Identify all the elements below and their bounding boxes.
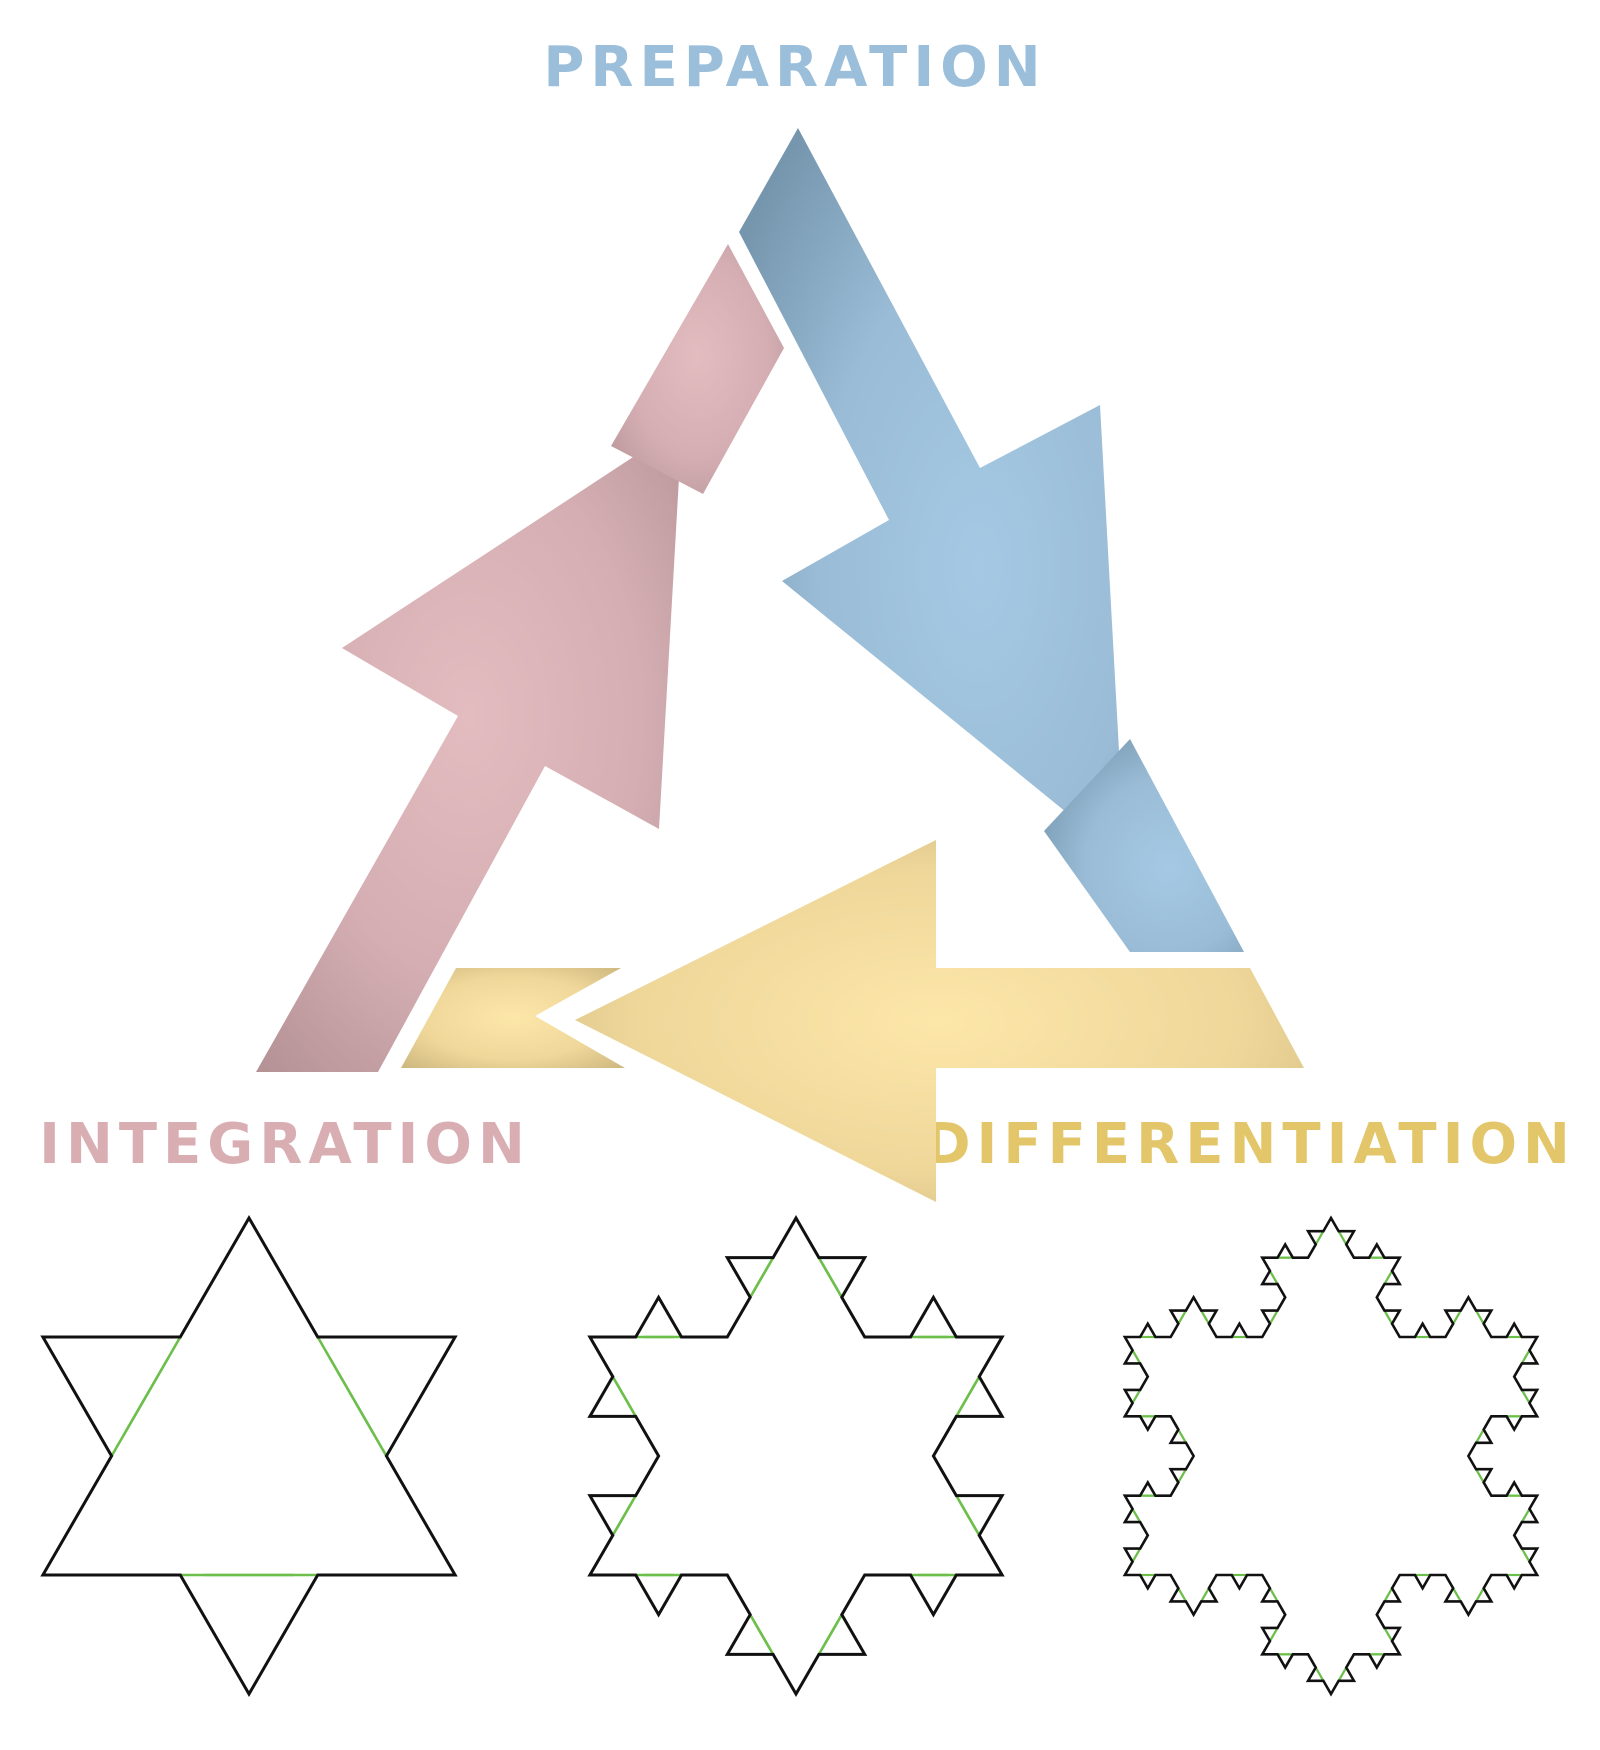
koch-highlight-segment [1339,1669,1346,1679]
koch-highlight-segment [1384,1590,1392,1600]
koch-highlight-segment [1453,1312,1461,1322]
koch-star-iteration-2 [587,1215,1005,1697]
koch-star-iteration-1 [40,1214,458,1698]
koch-highlight-segment [1178,1312,1186,1322]
koch-highlight-segment [1201,1590,1209,1600]
koch-highlight-segment [615,1383,633,1410]
koch-highlight-segment [1522,1391,1530,1402]
koch-highlight-segment [1384,1629,1392,1640]
koch-highlight-segment [1178,1471,1186,1481]
koch-highlight-segment [1476,1590,1484,1600]
koch-highlight-segment [1270,1590,1278,1600]
koch-highlight-segment [1132,1352,1140,1362]
differentiation-label: DIFFERENTIATION [924,1112,1576,1177]
koch-highlight-segment [1476,1312,1484,1322]
koch-highlight-segment [1522,1550,1530,1560]
koch-highlight-segment [821,1264,839,1291]
koch-highlight-segment [753,1264,771,1291]
koch-highlight-segment [1316,1669,1323,1679]
koch-highlight-segment [615,1502,633,1529]
koch-outline [1122,1215,1540,1697]
koch-snowflake-iteration-3 [1122,1215,1540,1697]
koch-highlight-segment [1132,1510,1140,1521]
koch-highlight-segment [1270,1312,1278,1322]
integration-label: INTEGRATION [39,1112,531,1177]
koch-highlight-segment [1201,1312,1209,1322]
differentiation-arrow [401,840,1304,1202]
koch-highlight-segment [1476,1431,1484,1441]
koch-highlight-segment [1132,1391,1140,1402]
koch-highlight-segment [1178,1590,1186,1600]
koch-highlight-segment [821,1621,839,1648]
koch-highlight-segment [959,1383,977,1410]
preparation-arrow [739,128,1244,952]
koch-highlight-segment [1384,1272,1392,1283]
koch-highlight-segment [1270,1272,1278,1283]
koch-outline [40,1214,458,1698]
koch-highlight-segment [1178,1431,1186,1441]
koch-highlight-segment [328,1357,376,1436]
koch-highlight-segment [1316,1233,1323,1243]
koch-highlight-segment [1339,1233,1346,1243]
koch-highlight-segment [122,1357,170,1436]
koch-highlight-segment [1522,1352,1530,1362]
preparation-label: PREPARATION [543,35,1046,100]
koch-highlight-segment [1522,1510,1530,1521]
koch-highlight-segment [1270,1629,1278,1640]
koch-highlight-segment [753,1621,771,1648]
koch-highlight-segment [959,1502,977,1529]
koch-highlight-segment [1476,1471,1484,1481]
koch-highlight-segment [1132,1550,1140,1560]
integration-arrow [256,244,784,1072]
koch-highlight-segment [1453,1590,1461,1600]
koch-highlight-segment [1384,1312,1392,1322]
koch-outline [587,1215,1005,1697]
